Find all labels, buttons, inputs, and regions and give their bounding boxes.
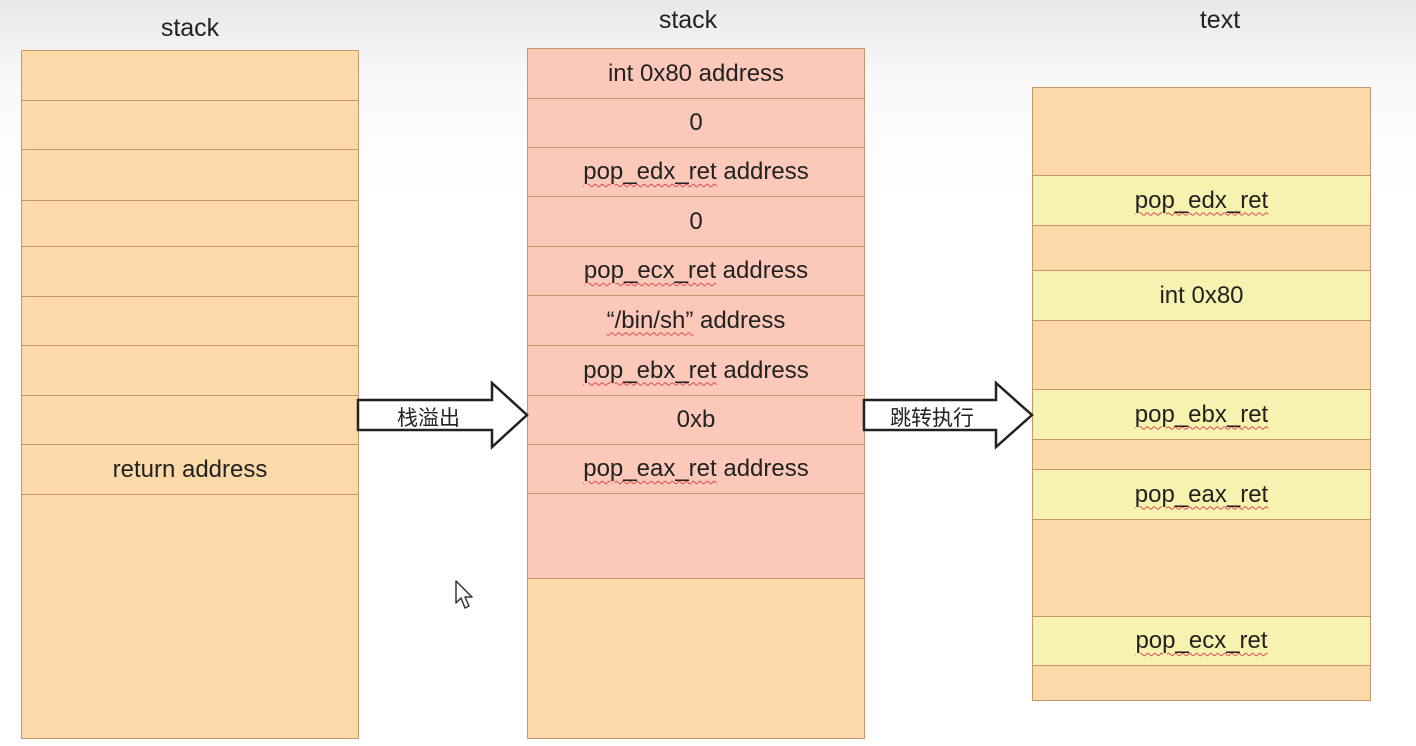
- slot-text: 0xb: [676, 406, 716, 433]
- mouse-cursor-icon: [455, 580, 473, 609]
- slot-text: 0: [689, 207, 703, 235]
- slot-word: pop_eax_ret: [583, 455, 717, 482]
- stack-slot-zero: 0: [528, 197, 864, 247]
- stack-slot-pop-eax-address: pop_eax_ret address: [528, 445, 864, 494]
- left-stack-slot: [22, 150, 358, 201]
- text-region: [1033, 88, 1370, 176]
- return-address-slot: return address: [22, 445, 358, 495]
- gadget-int-0x80: int 0x80: [1033, 271, 1370, 321]
- slot-word: int: [607, 59, 634, 87]
- stack-slot-pop-ebx-address: pop_ebx_ret address: [528, 346, 864, 396]
- slot-text: address: [716, 356, 809, 384]
- text-region: [1033, 226, 1370, 271]
- gadget-label: pop_edx_ret: [1134, 186, 1269, 214]
- gadget-label: pop_eax_ret: [1134, 480, 1269, 508]
- gadget-pop-ecx-ret: pop_ecx_ret: [1033, 617, 1370, 666]
- left-stack-slot: [22, 346, 358, 396]
- overflow-arrow: [356, 380, 529, 450]
- left-stack: return address: [21, 50, 359, 739]
- slot-word: pop_ebx_ret: [583, 356, 717, 384]
- left-stack-slot: [22, 396, 358, 445]
- text-segment-title: text: [1199, 6, 1241, 34]
- middle-stack-title: stack: [658, 6, 718, 34]
- gadget-label: pop_ebx_ret: [1134, 400, 1269, 428]
- text-region: [1033, 520, 1370, 617]
- slot-text: 0x80 address: [633, 59, 785, 87]
- slot-text: 0: [689, 109, 703, 136]
- text-region: [1033, 321, 1370, 390]
- gadget-pop-ebx-ret: pop_ebx_ret: [1033, 390, 1370, 440]
- slot-text: address: [716, 455, 809, 482]
- text-segment: pop_edx_ret int 0x80 pop_ebx_ret pop_eax…: [1032, 87, 1371, 701]
- left-stack-title: stack: [160, 14, 220, 42]
- text-region: [1033, 440, 1370, 470]
- stack-slot-int80-address: int 0x80 address: [528, 49, 864, 99]
- stack-slot-zero: 0: [528, 99, 864, 148]
- slot-text: address: [693, 306, 786, 334]
- text-region: [1033, 666, 1370, 700]
- left-stack-slot: [22, 495, 358, 738]
- left-stack-slot: [22, 247, 358, 297]
- slot-text: address: [716, 257, 809, 284]
- stack-slot-binsh-address: “/bin/sh” address: [528, 296, 864, 346]
- slot-word: pop_edx_ret: [583, 158, 717, 185]
- slot-word: “/bin/sh”: [606, 306, 694, 334]
- left-stack-slot: [22, 297, 358, 346]
- slot-word: pop_ecx_ret: [583, 257, 717, 284]
- left-stack-slot: [22, 101, 358, 150]
- overflow-arrow-label: 栈溢出: [397, 406, 460, 430]
- jump-arrow: [862, 380, 1034, 450]
- stack-slot-0xb: 0xb: [528, 396, 864, 445]
- gadget-label: pop_ecx_ret: [1135, 627, 1268, 654]
- stack-slot-pop-edx-address: pop_edx_ret address: [528, 148, 864, 197]
- gadget-pop-eax-ret: pop_eax_ret: [1033, 470, 1370, 520]
- left-stack-slot: [22, 201, 358, 247]
- stack-slot-empty: [528, 579, 864, 738]
- stack-slot-pop-ecx-address: pop_ecx_ret address: [528, 247, 864, 296]
- stack-slot-padding: [528, 494, 864, 579]
- jump-arrow-label: 跳转执行: [890, 406, 974, 430]
- gadget-pop-edx-ret: pop_edx_ret: [1033, 176, 1370, 226]
- middle-stack: int 0x80 address 0 pop_edx_ret address 0…: [527, 48, 865, 739]
- left-stack-slot: [22, 51, 358, 101]
- gadget-label: int 0x80: [1159, 281, 1244, 309]
- slot-text: address: [716, 158, 809, 185]
